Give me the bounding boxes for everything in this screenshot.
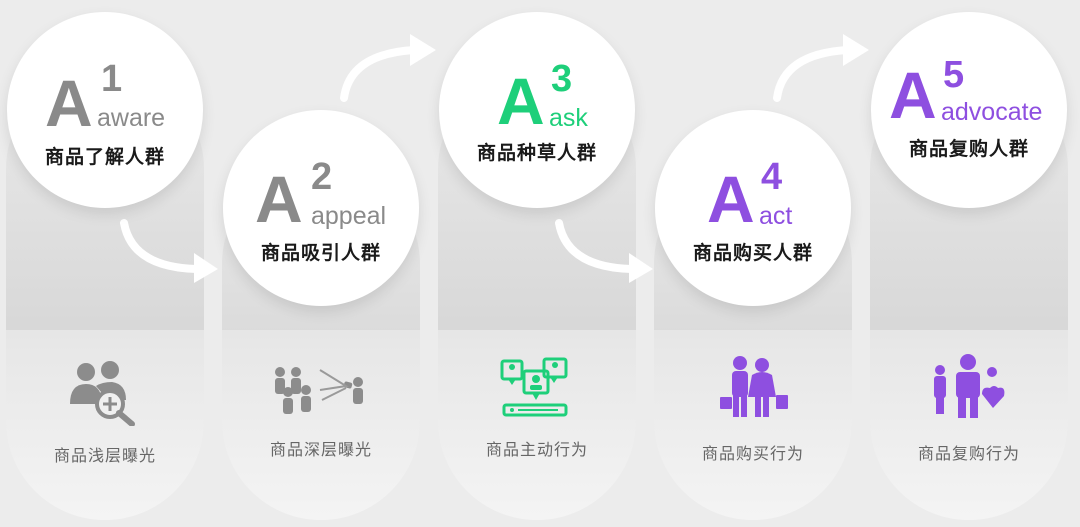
stage-code-2: A 2 appeal [223,110,419,306]
stage-behavior-4: 商品购买行为 [701,444,804,463]
stage-title: 商品购买人群 [692,242,813,264]
stage-circle-4: A 4 act 商品购买人群 [655,110,851,306]
stage-word: appeal [311,202,387,230]
spotlight-people-icon [275,367,363,414]
stage-letter: A [255,162,303,236]
stage-letter: A [707,162,755,236]
stage-behavior-3: 商品主动行为 [485,440,588,459]
stage-circle-5: A 5 advocate 商品复购人群 [871,12,1067,208]
stage-code-5: A 5 advocate [871,12,1067,208]
stage-title: 商品复购人群 [908,138,1029,160]
arrow-1-to-2-icon [120,219,218,283]
stage-word: aware [97,104,166,132]
stage-code-1: A 1 aware [7,12,203,208]
stage-number: 2 [311,156,333,198]
stage-behavior-1: 商品浅层曝光 [53,446,156,465]
arrow-4-to-5-icon [773,34,869,102]
stage-behavior-5: 商品复购行为 [917,444,1020,463]
stage-word: ask [549,104,588,132]
stage-circle-3: A 3 ask 商品种草人群 [439,12,635,208]
stage-number: 3 [551,58,573,100]
stage-circle-2: A 2 appeal 商品吸引人群 [223,110,419,306]
stage-title: 商品了解人群 [44,146,165,168]
stage-title: 商品吸引人群 [260,242,381,264]
stage-circle-1: A 1 aware 商品了解人群 [7,12,203,208]
shopping-couple-icon [720,356,788,417]
stage-letter: A [497,64,545,138]
stage-word: advocate [941,98,1043,126]
stage-number: 4 [761,156,783,198]
stage-number: 5 [943,54,965,96]
stage-code-4: A 4 act [655,110,851,306]
stage-behavior-2: 商品深层曝光 [269,440,372,459]
stage-letter: A [45,66,93,140]
stage-word: act [759,202,793,230]
user-search-icon [70,361,135,426]
chat-users-icon [500,357,568,417]
family-heart-icon [934,354,1005,418]
stage-letter: A [889,58,937,132]
arrow-3-to-4-icon [555,219,653,283]
stage-title: 商品种草人群 [476,142,597,164]
stage-code-3: A 3 ask [439,12,635,208]
stage-number: 1 [101,58,123,100]
arrow-2-to-3-icon [340,34,436,102]
